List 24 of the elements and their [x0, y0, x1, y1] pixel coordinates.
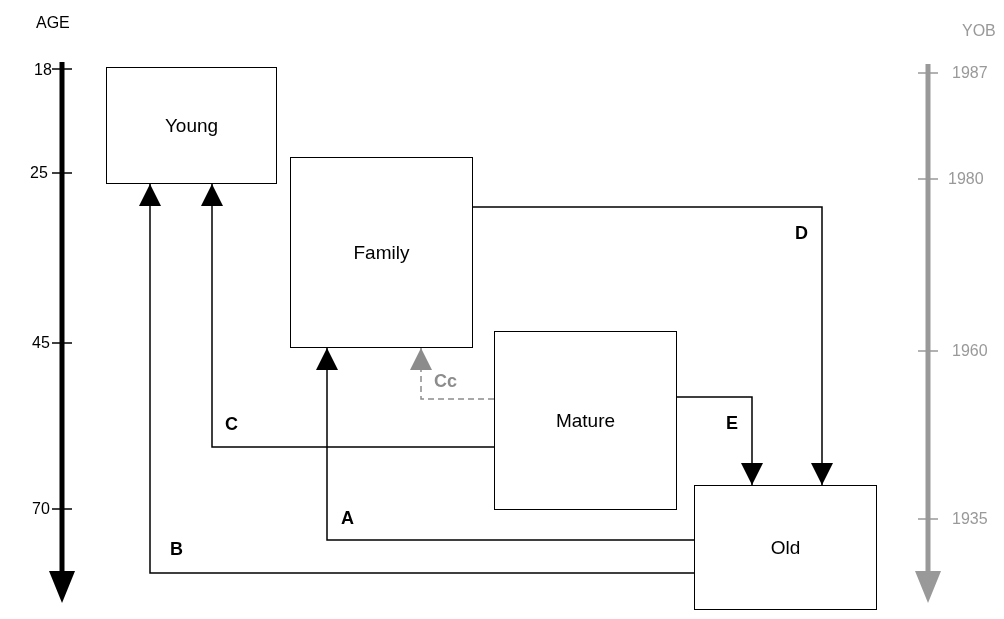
tick-label: 25 [30, 164, 48, 182]
stage-box [494, 331, 677, 510]
stage-label: Old [770, 536, 801, 559]
arrow [472, 206, 833, 486]
arrow [316, 347, 695, 541]
arrow [410, 347, 495, 400]
arrow [676, 396, 763, 486]
tick-label: 18 [34, 61, 52, 79]
axis-title: YOB [962, 22, 996, 40]
tick-label: 70 [32, 500, 50, 518]
tick-label: 1987 [952, 64, 988, 82]
stage-box [694, 485, 877, 610]
tick-label: 45 [32, 334, 50, 352]
arrow [201, 183, 495, 448]
stage-label: Mature [555, 409, 616, 432]
axis-title: AGE [36, 14, 70, 32]
tick-label: 1960 [952, 342, 988, 360]
stage-label: Family [353, 241, 410, 264]
tick-label: 1935 [952, 510, 988, 528]
stage-box [290, 157, 473, 348]
stage-box [106, 67, 277, 184]
arrow [139, 183, 695, 574]
tick-label: 1980 [948, 170, 984, 188]
stage-label: Young [164, 114, 219, 137]
